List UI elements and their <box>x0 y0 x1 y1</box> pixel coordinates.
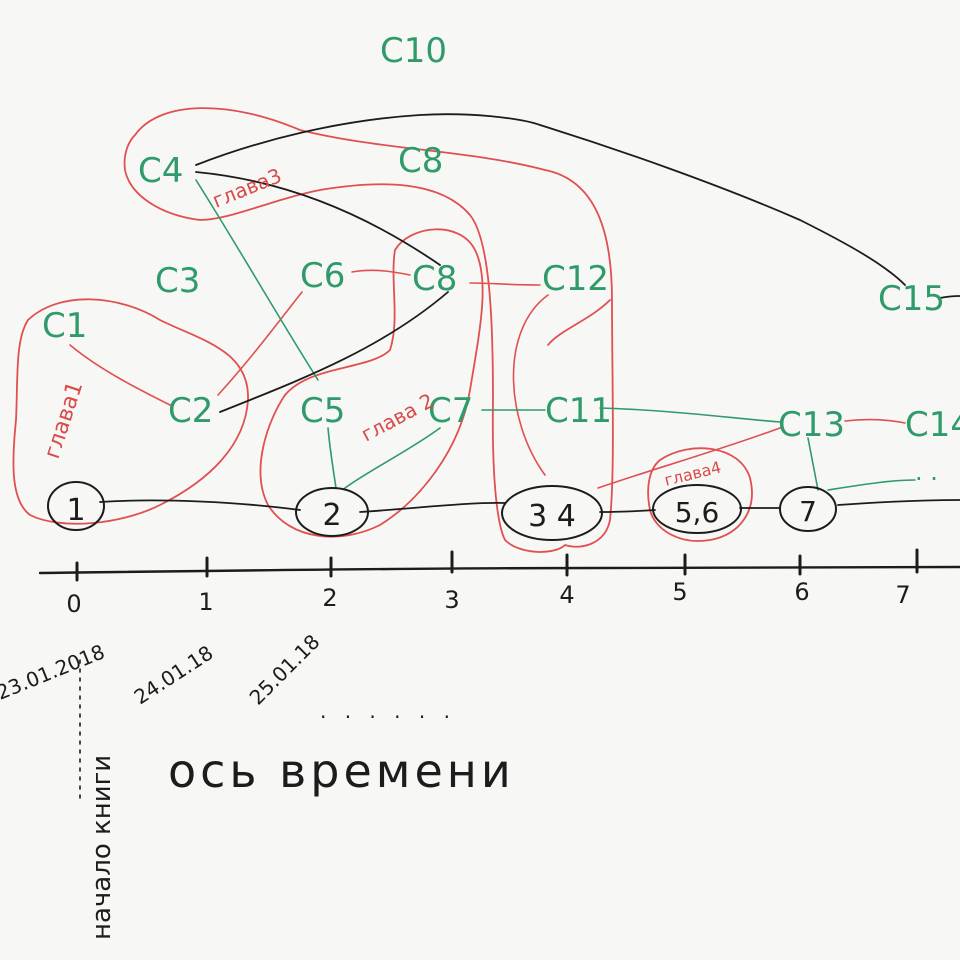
chapter-1-outline <box>12 298 249 525</box>
axis-title: ось времени <box>168 744 515 798</box>
event-node-5-6 <box>652 484 742 534</box>
axis-date-1: 24.01.18 <box>130 641 218 710</box>
event-node-2 <box>295 487 369 537</box>
link-c1-c2 <box>69 344 171 406</box>
axis-tick-label-6: 6 <box>794 578 809 606</box>
link-c13-e7 <box>807 437 819 491</box>
scene-label-c7: C7 <box>428 391 473 431</box>
scene-label-c4: C4 <box>138 151 183 191</box>
scene-label-c11: C11 <box>545 391 612 431</box>
black-links <box>99 113 960 513</box>
axis-tick-label-7: 7 <box>895 581 910 609</box>
link-c13-c14 <box>844 418 906 424</box>
green-links <box>195 179 916 491</box>
scene-label-c1: C1 <box>42 306 87 346</box>
scene-label-c10: C10 <box>380 31 447 71</box>
chapter-outlines <box>12 107 753 553</box>
link-e7-dots <box>827 479 916 491</box>
chapter-label-1: глава1 <box>40 378 88 461</box>
axis-tick-label-1: 1 <box>198 588 213 616</box>
event-label-3-4: 3 4 <box>528 499 576 534</box>
red-links <box>69 269 906 489</box>
timeline-events-line <box>99 499 960 513</box>
axis-date-0: 23.01.2018 <box>0 639 108 704</box>
event-label-7: 7 <box>799 495 817 528</box>
chapter-label-3: глава3 <box>209 163 285 212</box>
link-c12-e4 <box>512 294 549 476</box>
link-c15-out <box>939 295 960 299</box>
scene-label-c12: C12 <box>542 259 609 299</box>
axis-ticks <box>75 548 919 582</box>
axis-date-2: 25.01.18 <box>245 630 325 710</box>
scene-label-c5: C5 <box>300 391 345 431</box>
scene-label-c9: C8 <box>398 141 443 181</box>
event-node-3-4 <box>501 485 603 541</box>
scene-label-c15: C15 <box>878 279 945 319</box>
link-e4-c13 <box>597 427 781 489</box>
time-axis-line <box>38 565 960 575</box>
scene-label-c14: C14 <box>905 405 960 445</box>
axis-tick-label-4: 4 <box>559 581 574 609</box>
link-c4-c15 <box>195 113 906 286</box>
event-label-5-6: 5,6 <box>675 496 720 529</box>
time-axis <box>38 548 960 801</box>
scene-label-c2: C2 <box>168 391 213 431</box>
scene-label-c13: C13 <box>778 405 845 445</box>
axis-tick-label-5: 5 <box>672 578 687 606</box>
event-label-2: 2 <box>322 498 341 533</box>
chapter-3-outline <box>123 107 614 553</box>
scene-label-c8: C8 <box>412 259 457 299</box>
link-c4-c5 <box>195 179 319 381</box>
chapter-3-outline-inner <box>547 299 611 346</box>
axis-tick-label-2: 2 <box>322 584 337 612</box>
scene-label-dots: . . <box>915 458 938 486</box>
link-c7-e2 <box>344 427 441 489</box>
chapter-4-outline <box>647 447 753 542</box>
link-c11-c13 <box>599 407 781 423</box>
link-c2-c8 <box>219 291 449 413</box>
link-c6-c8 <box>351 269 411 276</box>
event-node-1 <box>47 481 105 531</box>
link-c5-e2 <box>327 427 337 489</box>
scene-label-c6: C6 <box>300 256 345 296</box>
link-c4-c8 <box>195 171 441 266</box>
axis-tick-label-3: 3 <box>444 586 459 614</box>
event-label-1: 1 <box>66 493 85 528</box>
start-label: начало книги <box>87 755 117 940</box>
axis-ellipsis: . . . . . . <box>320 699 456 723</box>
event-node-7 <box>779 486 837 532</box>
event-nodes <box>47 481 837 541</box>
scene-label-c3: C3 <box>155 261 200 301</box>
axis-tick-label-0: 0 <box>66 590 81 618</box>
link-c2-c6 <box>217 291 303 396</box>
link-c8-c12 <box>469 282 541 286</box>
